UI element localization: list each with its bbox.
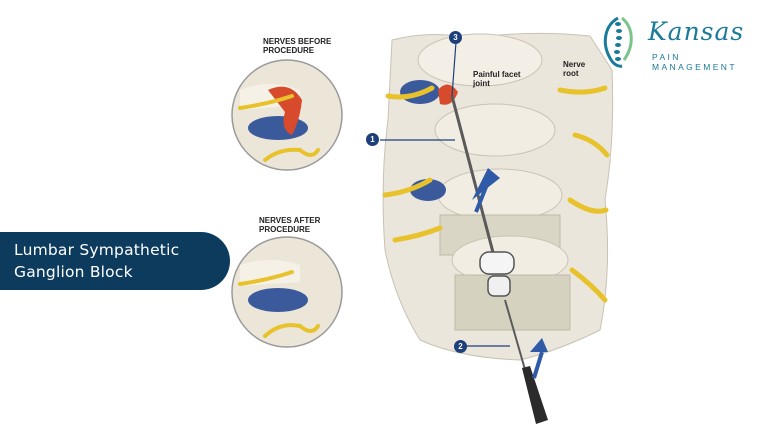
syringe-plunger — [487, 275, 511, 297]
spine-logo-icon — [603, 16, 633, 68]
title-line-2: Ganglion Block — [14, 263, 133, 281]
arrow-up-lower — [530, 338, 548, 352]
vertebra-3 — [437, 168, 563, 222]
inset-after — [231, 236, 343, 348]
marker-1: 1 — [366, 133, 379, 146]
label-root-line-2: root — [563, 69, 579, 78]
caption-before: NERVES BEFORE PROCEDURE — [263, 37, 331, 55]
marker-2: 2 — [454, 340, 467, 353]
label-root-line-1: Nerve — [563, 60, 586, 69]
logo-subtitle: PAIN MANAGEMENT — [652, 52, 737, 72]
syringe-body — [479, 251, 515, 275]
caption-after-line-1: NERVES AFTER — [259, 216, 321, 225]
disc-bottom — [454, 274, 571, 331]
label-facet-line-2: joint — [473, 79, 490, 88]
caption-after-line-2: PROCEDURE — [259, 225, 311, 234]
label-nerve-root: Nerve root — [563, 60, 585, 78]
title-line-1: Lumbar Sympathetic — [14, 241, 180, 259]
caption-after: NERVES AFTER PROCEDURE — [259, 216, 320, 234]
label-facet-line-1: Painful facet — [473, 70, 521, 79]
label-painful-facet: Painful facet joint — [473, 70, 521, 88]
title-banner: Lumbar Sympathetic Ganglion Block — [0, 232, 230, 290]
inset-before — [231, 59, 343, 171]
needle-upper — [450, 95, 497, 261]
nerve-roots — [382, 85, 610, 303]
vertebra-2 — [434, 103, 556, 157]
marker-3: 3 — [449, 31, 462, 44]
caption-before-line-2: PROCEDURE — [263, 46, 315, 55]
logo-name: Kansas — [648, 17, 745, 46]
vertebra-1 — [417, 33, 543, 87]
needle-lower — [504, 299, 529, 381]
probe-handle — [522, 366, 548, 424]
caption-before-line-1: NERVES BEFORE — [263, 37, 332, 46]
kansas-logo: Kansas PAIN MANAGEMENT — [596, 14, 761, 72]
